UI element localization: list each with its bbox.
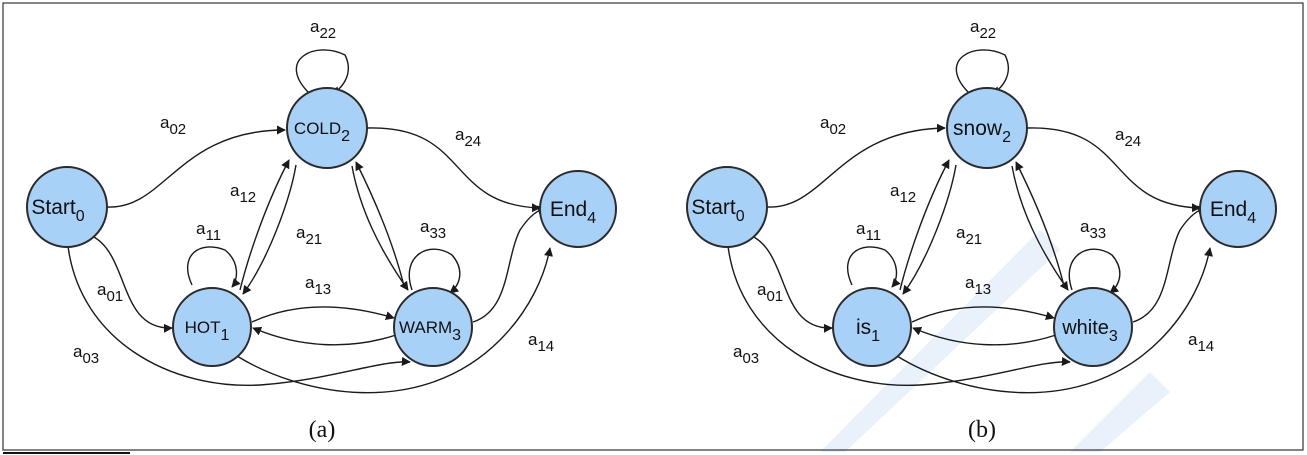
edge-warm-to-hot: [252, 327, 397, 346]
diagram-a: Start0 HOT1 COLD2 WARM3 End4 a02 a24 a22…: [26, 17, 617, 443]
edge-a14: [236, 247, 553, 394]
edge-b-a03: [727, 245, 1071, 387]
label-a02: a02: [160, 113, 186, 138]
node-b-white-circle: [1053, 287, 1133, 367]
node-b-white-label: white3: [1061, 317, 1118, 345]
edge-b-a24: [1026, 127, 1201, 213]
label-a21: a21: [296, 223, 322, 248]
node-b-snow-circle: [946, 87, 1028, 169]
node-end-label: End4: [550, 198, 596, 227]
edge-cold-to-warm: [351, 165, 409, 291]
edge-b-a02: [766, 123, 946, 208]
edge-b-a11-self: [846, 246, 901, 288]
node-hot-circle: [172, 287, 252, 367]
node-hot-label: HOT1: [185, 318, 230, 344]
edge-b-white-to-snow: [1015, 161, 1065, 287]
label-b-a03: a03: [733, 342, 759, 367]
node-end-circle: [539, 170, 617, 248]
label-b-a02: a02: [820, 113, 846, 138]
edge-a24: [366, 127, 541, 213]
label-b-a11: a11: [856, 219, 881, 244]
edge-b-a21: [902, 164, 957, 295]
caption-a: (a): [309, 417, 336, 443]
label-a03: a03: [73, 342, 99, 367]
edge-b-snow-to-white: [1011, 165, 1069, 291]
node-b-start-circle: [686, 166, 768, 248]
caption-b: (b): [968, 417, 996, 443]
edge-warm-to-end: [472, 205, 547, 323]
watermark: [820, 230, 1170, 452]
edge-b-white-to-is: [912, 327, 1057, 346]
node-b-end-circle: [1199, 170, 1277, 248]
node-start-circle: [26, 166, 108, 248]
node-b-start-label: Start0: [691, 196, 744, 225]
edge-b-a01: [751, 235, 833, 333]
label-b-a24: a24: [1115, 125, 1141, 150]
label-b-a21: a21: [956, 223, 982, 248]
label-b-a33: a33: [1080, 217, 1106, 242]
label-a14: a14: [528, 330, 554, 355]
label-a01: a01: [97, 280, 123, 305]
edge-a13: [251, 306, 395, 323]
edge-b-white-to-end: [1132, 205, 1207, 323]
edge-warm-to-cold: [355, 161, 405, 287]
node-b-end-label: End4: [1210, 198, 1256, 227]
edge-b-a13: [911, 306, 1055, 323]
node-cold-circle: [286, 87, 368, 169]
label-a24: a24: [455, 125, 481, 150]
label-a13: a13: [305, 273, 331, 298]
node-b-is-circle: [832, 287, 912, 367]
edge-a03: [67, 245, 411, 387]
edge-a33-self: [408, 248, 461, 294]
edge-a11-self: [186, 246, 241, 288]
label-a11: a11: [196, 219, 221, 244]
edge-a01: [91, 235, 173, 333]
node-start-label: Start0: [31, 196, 84, 225]
label-b-a13: a13: [965, 273, 991, 298]
label-b-a12: a12: [890, 181, 916, 206]
node-warm-label: WARM3: [399, 318, 461, 344]
label-a33: a33: [420, 217, 446, 242]
node-warm-circle: [393, 287, 473, 367]
label-b-a14: a14: [1188, 330, 1214, 355]
edge-b-a22-self: [955, 49, 1010, 95]
diagram-b: Start0 is1 snow2 white3 End4 a02 a24 a22…: [686, 17, 1277, 443]
label-b-a22: a22: [970, 17, 996, 42]
edge-b-a14: [896, 247, 1213, 394]
edge-a22-self: [295, 49, 350, 95]
label-a12: a12: [230, 181, 256, 206]
node-b-is-label: is1: [856, 316, 880, 345]
edge-a21: [242, 164, 297, 295]
edge-b-a33-self: [1068, 248, 1121, 294]
node-b-snow-label: snow2: [953, 117, 1011, 146]
label-a22: a22: [310, 17, 336, 42]
edge-a12: [239, 159, 290, 291]
node-cold-label: COLD2: [294, 119, 350, 145]
label-b-a01: a01: [757, 280, 783, 305]
edge-a02: [106, 125, 286, 208]
edge-b-a12: [899, 159, 950, 291]
